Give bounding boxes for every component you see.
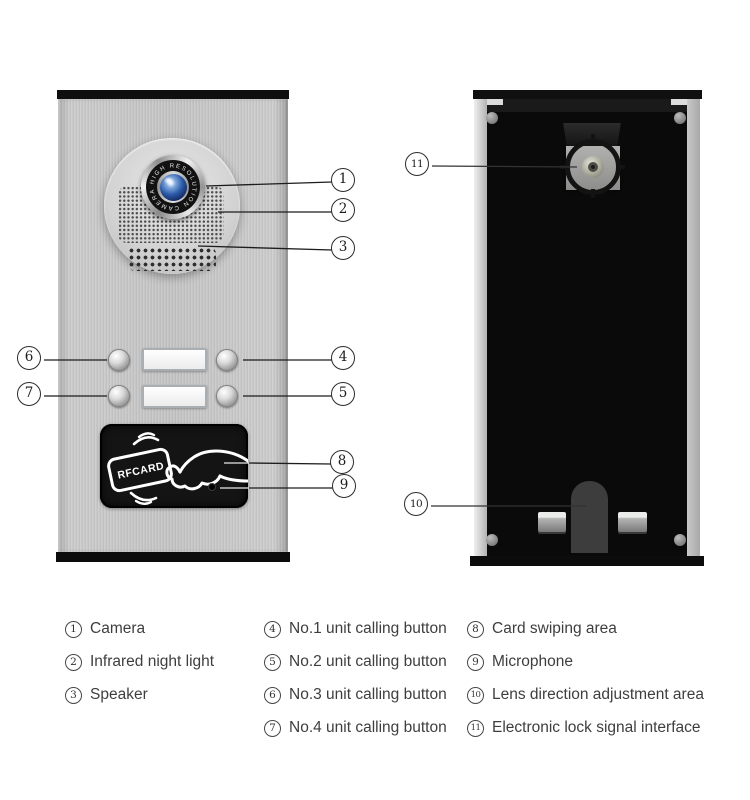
back-top-strip [487,99,687,112]
legend-label: No.1 unit calling button [289,620,447,637]
legend-label: Lens direction adjustment area [492,686,704,703]
callout-6: 6 [17,346,41,370]
legend-label: No.3 unit calling button [289,686,447,703]
speaker-grille [128,247,216,271]
callout-1: 1 [331,168,355,192]
legend-label: Speaker [90,686,148,703]
callout-4: 4 [331,346,355,370]
legend-column-3: 8 Card swiping area 9 Microphone 10 Lens… [467,620,704,752]
legend-column-2: 4 No.1 unit calling button 5 No.2 unit c… [264,620,447,752]
front-top-cap [57,90,289,99]
back-panel-view [470,90,704,566]
ring-tick-north [591,134,595,143]
front-bottom-cap [56,552,290,562]
screw-top-left [486,112,498,124]
legend-badge-2: 2 [65,653,82,671]
call-button-unit-4 [108,385,130,407]
front-metal-panel: HIGH RESOLUTION CAMERA [58,99,288,552]
call-button-unit-2 [216,385,238,407]
callout-3: 3 [331,236,355,260]
legend-badge-1: 1 [65,620,82,638]
callout-11: 11 [405,152,429,176]
camera-lens: HIGH RESOLUTION CAMERA [141,155,205,219]
ring-tick-east [616,165,625,169]
legend-badge-3: 3 [65,686,82,704]
screw-top-right [674,112,686,124]
cable-passage-arch [571,481,608,553]
callout-7: 7 [17,382,41,406]
camera-area: HIGH RESOLUTION CAMERA [104,138,240,274]
back-top-cap [473,90,702,99]
legend-item-unit1-button: 4 No.1 unit calling button [264,620,447,638]
legend-label: Camera [90,620,146,637]
legend-item-camera: 1 Camera [65,620,214,638]
corner-notch-left [487,99,503,105]
legend-badge-4: 4 [264,620,281,638]
name-plate-row-1 [142,348,207,371]
card-swiping-area: RFCARD [100,424,248,508]
legend-item-lens-adjustment: 10 Lens direction adjustment area [467,686,704,704]
legend-label: No.4 unit calling button [289,719,447,736]
name-plate-row-2 [142,385,207,408]
legend-item-microphone: 9 Microphone [467,653,704,671]
legend-column-1: 1 Camera 2 Infrared night light 3 Speake… [65,620,214,719]
connector-block-right [618,512,647,532]
corner-notch-right [671,99,687,105]
legend-item-lock-interface: 11 Electronic lock signal interface [467,719,704,737]
legend-badge-5: 5 [264,653,281,671]
back-bottom-cap [470,556,704,566]
legend-item-unit2-button: 5 No.2 unit calling button [264,653,447,671]
back-left-rail [474,99,487,556]
legend-item-unit4-button: 7 No.4 unit calling button [264,719,447,737]
connector-block-left [538,512,566,532]
legend-badge-8: 8 [467,620,484,638]
legend-item-speaker: 3 Speaker [65,686,214,704]
legend-label: Microphone [492,653,573,670]
legend-item-card-area: 8 Card swiping area [467,620,704,638]
callout-2: 2 [331,198,355,222]
ring-tick-south [591,189,595,198]
legend-label: Electronic lock signal interface [492,719,701,736]
legend-label: Infrared night light [90,653,215,670]
call-button-unit-1 [216,349,238,371]
legend-badge-11: 11 [467,719,484,737]
front-panel-view: HIGH RESOLUTION CAMERA [56,90,290,562]
callout-10: 10 [404,492,428,516]
legend-badge-7: 7 [264,719,281,737]
screw-bottom-right [674,534,686,546]
legend-label: No.2 unit calling button [289,653,447,670]
back-right-rail [687,99,700,556]
callout-9: 9 [332,474,356,498]
ring-tick-west [560,165,569,169]
legend-item-infrared: 2 Infrared night light [65,653,214,671]
microphone-hole [209,484,215,490]
legend-item-unit3-button: 6 No.3 unit calling button [264,686,447,704]
callout-8: 8 [330,450,354,474]
legend-badge-9: 9 [467,653,484,671]
call-button-unit-3 [108,349,130,371]
legend-label: Card swiping area [492,620,617,637]
rfcard-label: RFCARD [116,460,165,482]
lens-back-screw [591,165,595,169]
rfcard-hand-art: RFCARD [107,432,248,505]
lens-glass [159,173,187,201]
screw-bottom-left [486,534,498,546]
callout-5: 5 [331,382,355,406]
legend-badge-10: 10 [467,686,484,704]
legend-badge-6: 6 [264,686,281,704]
